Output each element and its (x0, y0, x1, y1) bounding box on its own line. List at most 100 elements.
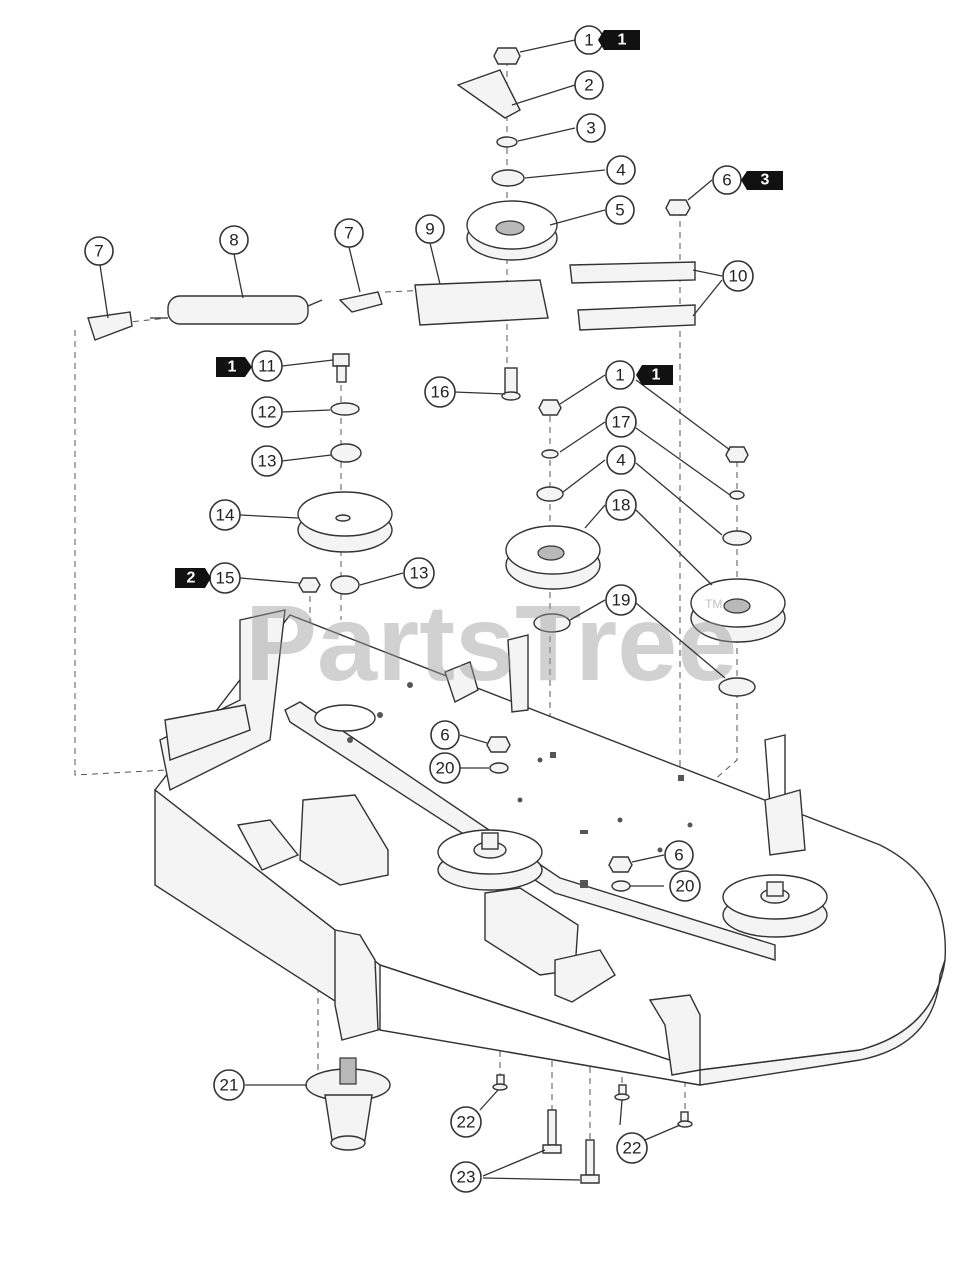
svg-text:3: 3 (586, 119, 595, 138)
svg-text:4: 4 (616, 161, 625, 180)
part-23-bolt-b (580, 1139, 600, 1184)
part-18-idler-pulley-right (690, 578, 786, 643)
flag-2: 2 (175, 568, 211, 588)
part-16-shoulder-bolt (501, 367, 521, 401)
svg-text:1: 1 (228, 359, 237, 376)
svg-text:3: 3 (761, 172, 770, 189)
part-23-bolt-a (542, 1109, 562, 1154)
callout-18: 18 (605, 489, 637, 521)
svg-text:13: 13 (258, 452, 277, 471)
part-21-spindle-assembly (305, 1057, 391, 1151)
callout-23: 23 (450, 1161, 482, 1193)
part-1-nut-center (538, 399, 562, 416)
part-14-spindle-pulley (297, 491, 393, 553)
svg-text:23: 23 (457, 1168, 476, 1187)
callout-7-right: 7 (334, 218, 364, 248)
part-10-plate-lower (577, 304, 696, 331)
part-18-idler-pulley-center (505, 525, 601, 590)
deck-pulley-left (437, 829, 543, 891)
part-1-nut-right (725, 446, 749, 463)
mower-deck (154, 609, 947, 1086)
svg-text:7: 7 (94, 242, 103, 261)
callout-11: 11 (251, 350, 283, 382)
callout-22-left: 22 (450, 1106, 482, 1138)
callout-10: 10 (722, 260, 754, 292)
svg-text:22: 22 (457, 1113, 476, 1132)
callout-20-right: 20 (669, 870, 701, 902)
part-1-nut-top (493, 47, 521, 65)
flag-1-top: 1 (598, 30, 640, 50)
part-7-hook-left (87, 311, 133, 341)
svg-text:2: 2 (584, 76, 593, 95)
part-22-bolt-c (677, 1111, 693, 1128)
callout-20-center: 20 (429, 752, 461, 784)
callout-17: 17 (605, 406, 637, 438)
part-6-nut-top-right (665, 199, 691, 216)
svg-text:21: 21 (220, 1076, 239, 1095)
svg-text:20: 20 (436, 759, 455, 778)
part-20-washer-right (611, 880, 631, 892)
svg-text:22: 22 (623, 1139, 642, 1158)
svg-text:11: 11 (258, 357, 276, 376)
part-12-washer (330, 402, 360, 416)
part-17-washer-center (541, 449, 559, 459)
part-11-bolt (332, 353, 350, 383)
callout-9: 9 (415, 214, 445, 244)
deck-pulley-right (722, 874, 828, 938)
part-4-spacer-center (536, 486, 564, 502)
svg-text:4: 4 (616, 451, 625, 470)
part-4-spacer-top (491, 169, 525, 187)
flag-1-left: 1 (216, 357, 252, 377)
callout-4-top: 4 (606, 155, 636, 185)
part-7-hook-right (338, 291, 383, 313)
callout-2: 2 (574, 70, 604, 100)
svg-text:14: 14 (216, 506, 235, 525)
callout-leaders (99, 39, 731, 1181)
callout-13-lower: 13 (403, 557, 435, 589)
callout-19: 19 (605, 584, 637, 616)
callout-1-middle: 1 (605, 360, 635, 390)
part-2-idler-arm (456, 69, 521, 119)
svg-text:1: 1 (618, 32, 627, 49)
callout-6-right: 6 (664, 840, 694, 870)
svg-text:17: 17 (612, 413, 631, 432)
svg-text:13: 13 (410, 564, 429, 583)
callout-6-top: 6 (712, 165, 742, 195)
callout-12: 12 (251, 396, 283, 428)
svg-text:2: 2 (187, 570, 196, 587)
flag-1-middle: 1 (636, 365, 673, 385)
svg-text:8: 8 (229, 231, 238, 250)
svg-text:19: 19 (612, 591, 631, 610)
callout-6-center: 6 (430, 720, 460, 750)
part-4-spacer-right (722, 530, 752, 546)
callout-14: 14 (209, 499, 241, 531)
part-20-washer-center (489, 762, 509, 774)
callout-13-upper: 13 (251, 445, 283, 477)
part-22-bolt-a (492, 1074, 508, 1091)
svg-text:15: 15 (216, 569, 235, 588)
part-5-idler-pulley-top (466, 200, 558, 261)
part-6-nut-center (486, 736, 511, 753)
part-10-plate-upper (569, 261, 696, 284)
part-17-washer-right (729, 490, 745, 500)
svg-text:20: 20 (676, 877, 695, 896)
callout-22-right: 22 (616, 1132, 648, 1164)
callout-8: 8 (219, 225, 249, 255)
part-19-spacer-center (533, 613, 571, 633)
svg-text:12: 12 (258, 403, 277, 422)
svg-text:10: 10 (729, 267, 748, 286)
callout-16: 16 (424, 376, 456, 408)
part-9-idler-bracket (414, 279, 549, 326)
callout-3: 3 (576, 113, 606, 143)
callout-7-left: 7 (84, 236, 114, 266)
part-13-bushing-lower (330, 575, 360, 595)
deck-pivot-bracket (444, 661, 479, 704)
part-19-spacer-right (718, 677, 756, 697)
deck-upright-bracket (507, 634, 529, 713)
part-15-flange-nut (298, 577, 321, 593)
part-8-extension-spring (150, 295, 323, 325)
svg-text:9: 9 (425, 220, 434, 239)
svg-text:1: 1 (615, 366, 624, 385)
part-22-bolt-b (614, 1084, 630, 1101)
svg-text:1: 1 (652, 367, 661, 384)
